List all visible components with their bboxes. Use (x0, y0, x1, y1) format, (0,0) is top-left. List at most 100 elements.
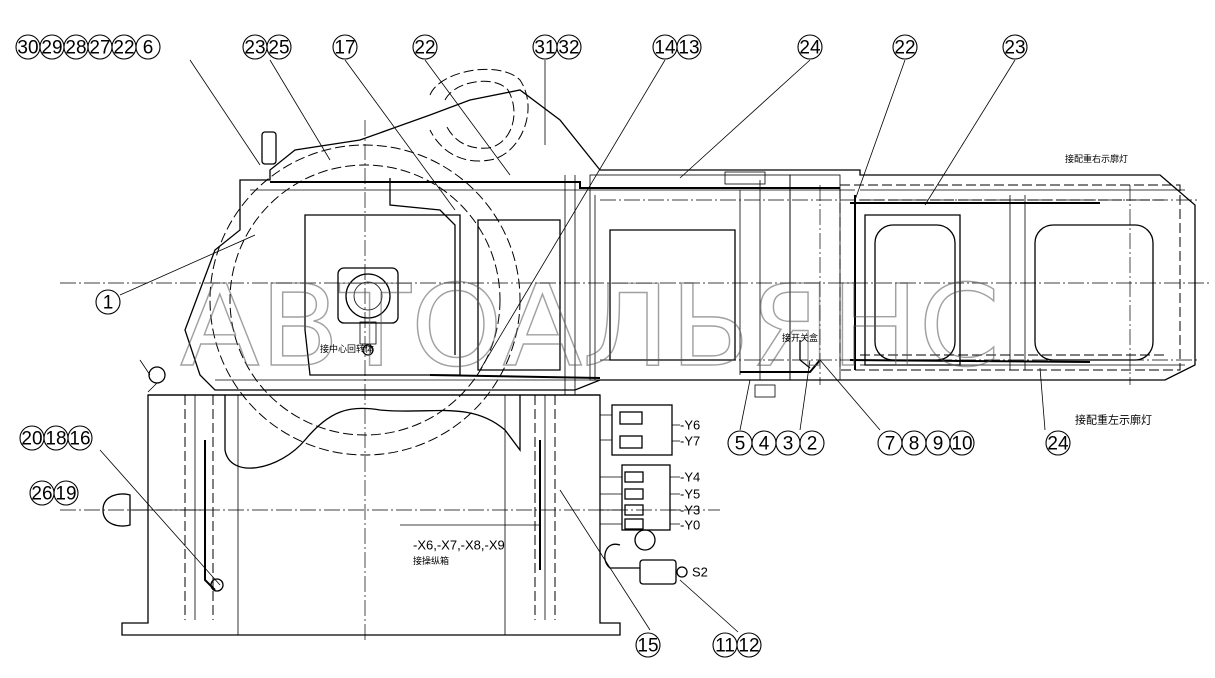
callout-label: 30 (17, 38, 38, 59)
callout-8: 8 (901, 430, 927, 456)
watermark-text: АВТОАЛЬЯНС (180, 262, 1000, 392)
callout-29: 29 (39, 34, 65, 60)
callout-12: 12 (736, 632, 762, 658)
callout-2: 2 (799, 430, 825, 456)
callout-15: 15 (635, 632, 661, 658)
callout-14: 14 (652, 34, 678, 60)
callout-23b: 23 (1002, 34, 1028, 60)
callout-circle (949, 430, 975, 456)
callout-19: 19 (53, 480, 79, 506)
signal-y6: -Y6 (680, 418, 700, 433)
callout-28: 28 (63, 34, 89, 60)
callout-label: 14 (654, 38, 676, 59)
callout-label: 19 (55, 484, 76, 505)
callout-label: 9 (933, 434, 944, 455)
callout-label: 23 (244, 38, 265, 59)
callout-24b: 24 (1045, 430, 1071, 456)
callout-label: 8 (909, 434, 920, 455)
callout-label: 6 (143, 38, 154, 59)
callout-label: 32 (558, 38, 579, 59)
callout-circle (412, 34, 438, 60)
callout-18: 18 (43, 425, 69, 451)
callout-5: 5 (727, 430, 753, 456)
callout-circle (1002, 34, 1028, 60)
annotations: 接配重右示廓灯 接配重左示廓灯 接中心回转体 接操纵箱 接开关盒 (320, 153, 1152, 567)
callout-label: 1 (103, 293, 114, 314)
callout-label: 3 (783, 434, 794, 455)
leader-lines (99, 59, 1046, 633)
callout-27: 27 (87, 34, 113, 60)
callout-circle (635, 632, 661, 658)
callout-label: 27 (89, 38, 110, 59)
callout-label: 7 (885, 434, 896, 455)
callout-25: 25 (266, 34, 292, 60)
callout-17: 17 (332, 34, 358, 60)
callout-circle (95, 289, 121, 315)
callout-22a: 22 (111, 34, 137, 60)
callout-label: 12 (738, 636, 759, 657)
callout-7: 7 (877, 430, 903, 456)
note-right-box: 接开关盒 (782, 332, 818, 344)
callout-circle (799, 430, 825, 456)
signal-s2: S2 (692, 565, 708, 580)
callout-9: 9 (925, 430, 951, 456)
callout-label: 10 (951, 434, 972, 455)
callout-11: 11 (712, 632, 738, 658)
callout-32: 32 (556, 34, 582, 60)
callout-16: 16 (67, 425, 93, 451)
signal-y5: -Y5 (680, 487, 700, 502)
callout-31: 31 (532, 34, 558, 60)
signal-labels: -Y6 -Y7 -Y4 -Y5 -Y3 -Y0 S2 -X6,-X7,-X8,-… (413, 418, 708, 580)
signal-x-connectors: -X6,-X7,-X8,-X9 (413, 538, 505, 553)
callout-label: 29 (41, 38, 62, 59)
upper-frame (184, 89, 1196, 398)
callout-circle (797, 34, 823, 60)
callout-22c: 22 (892, 34, 918, 60)
callout-label: 24 (799, 38, 821, 59)
callout-23a: 23 (242, 34, 268, 60)
signal-y4: -Y4 (680, 470, 700, 485)
valve-block (600, 404, 688, 585)
callout-circle (1045, 430, 1071, 456)
callout-24a: 24 (797, 34, 823, 60)
callout-20: 20 (19, 425, 45, 451)
callout-label: 20 (21, 429, 42, 450)
callout-label: 16 (69, 429, 90, 450)
note-control-box: 接操纵箱 (413, 555, 449, 567)
callout-circle (332, 34, 358, 60)
callout-label: 11 (715, 636, 735, 657)
central-swivel (337, 267, 399, 356)
callout-circle (892, 34, 918, 60)
callout-1: 1 (95, 289, 121, 315)
callout-circle (266, 34, 292, 60)
callout-circle (67, 425, 93, 451)
callout-circle (676, 34, 702, 60)
callout-label: 31 (534, 38, 555, 59)
callout-label: 4 (759, 434, 770, 455)
callout-circle (556, 34, 582, 60)
side-lamp (102, 359, 224, 592)
callout-label: 18 (45, 429, 66, 450)
callout-label: 2 (807, 434, 818, 455)
callout-label: 15 (637, 636, 658, 657)
callout-6: 6 (135, 34, 161, 60)
callout-30: 30 (15, 34, 41, 60)
callout-circle (736, 632, 762, 658)
note-lamp-right: 接配重右示廓灯 (1065, 153, 1128, 165)
callout-label: 24 (1047, 434, 1069, 455)
signal-y7: -Y7 (680, 434, 700, 449)
signal-y0: -Y0 (680, 518, 700, 533)
callout-label: 17 (334, 38, 355, 59)
callout-label: 25 (268, 38, 289, 59)
callout-label: 23 (1004, 38, 1025, 59)
signal-y3: -Y3 (680, 503, 700, 518)
callout-label: 26 (31, 484, 52, 505)
callout-label: 22 (894, 38, 915, 59)
callout-circle (135, 34, 161, 60)
callout-22b: 22 (412, 34, 438, 60)
callout-label: 5 (735, 434, 746, 455)
callout-circle (53, 480, 79, 506)
callout-label: 13 (678, 38, 699, 59)
